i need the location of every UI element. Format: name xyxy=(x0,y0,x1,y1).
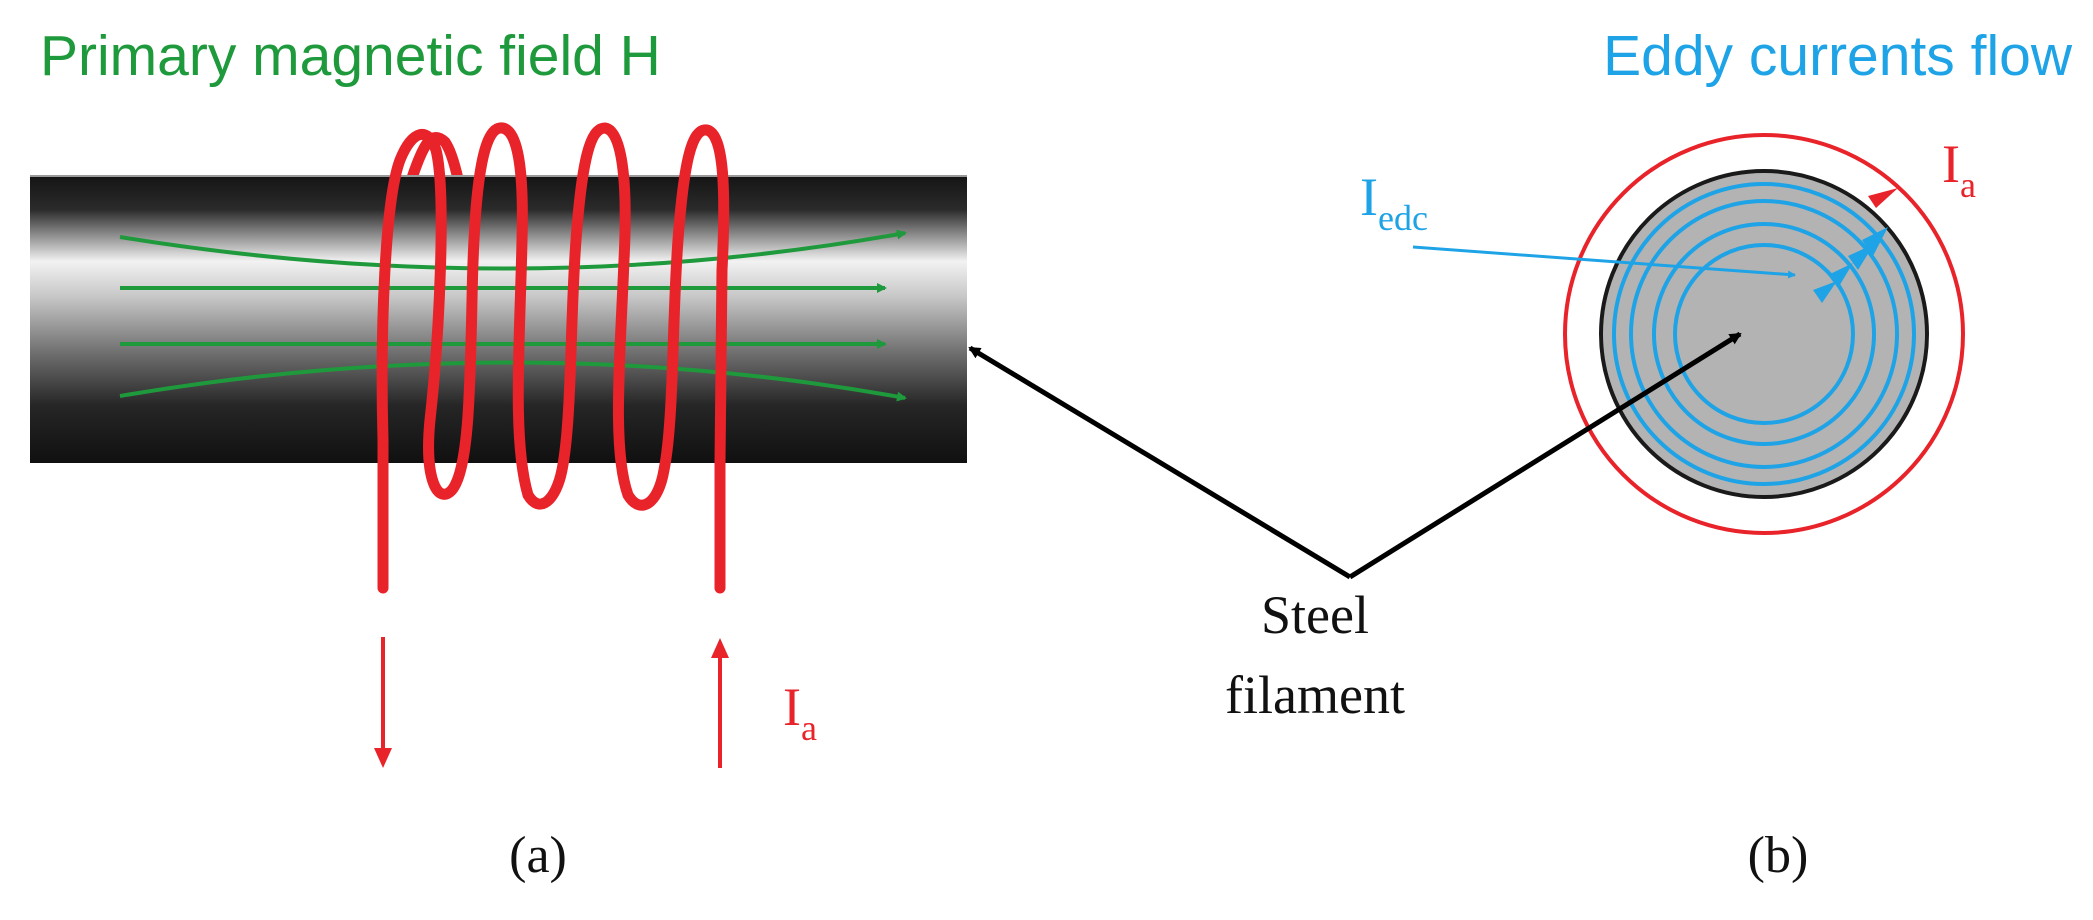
eddy-current-label: Iedc xyxy=(1360,167,1428,238)
current-label-b: Ia xyxy=(1942,134,1976,205)
panel-b-title: Eddy currents flow xyxy=(1603,24,2073,88)
coil-current-ring xyxy=(1563,133,1965,535)
caption-b: (b) xyxy=(1748,827,1809,884)
steel-rod xyxy=(30,175,967,463)
eddy-current-rings xyxy=(1612,182,1916,486)
steel-label-line1: Steel xyxy=(1261,585,1369,645)
steel-pointers xyxy=(968,331,1742,580)
current-arrows xyxy=(374,637,729,768)
panel-a-title: Primary magnetic field H xyxy=(40,24,661,88)
pointer-to-rod xyxy=(968,345,1352,580)
pointer-to-cross-section xyxy=(1348,331,1742,580)
eddy-arrowheads xyxy=(1813,227,1888,303)
coil-current-arrowhead xyxy=(1868,188,1898,208)
caption-a: (a) xyxy=(509,827,567,884)
panel-a: Primary magnetic field H Ia (a) xyxy=(30,24,967,884)
coil-winding xyxy=(376,122,730,594)
steel-label-line2: filament xyxy=(1225,665,1405,725)
steel-cross-section xyxy=(1599,169,1929,499)
current-label-a: Ia xyxy=(783,677,817,748)
panel-b: Eddy currents flow Iedc Ia (b) xyxy=(1360,24,2073,884)
eddy-pointer-line xyxy=(1412,245,1796,279)
